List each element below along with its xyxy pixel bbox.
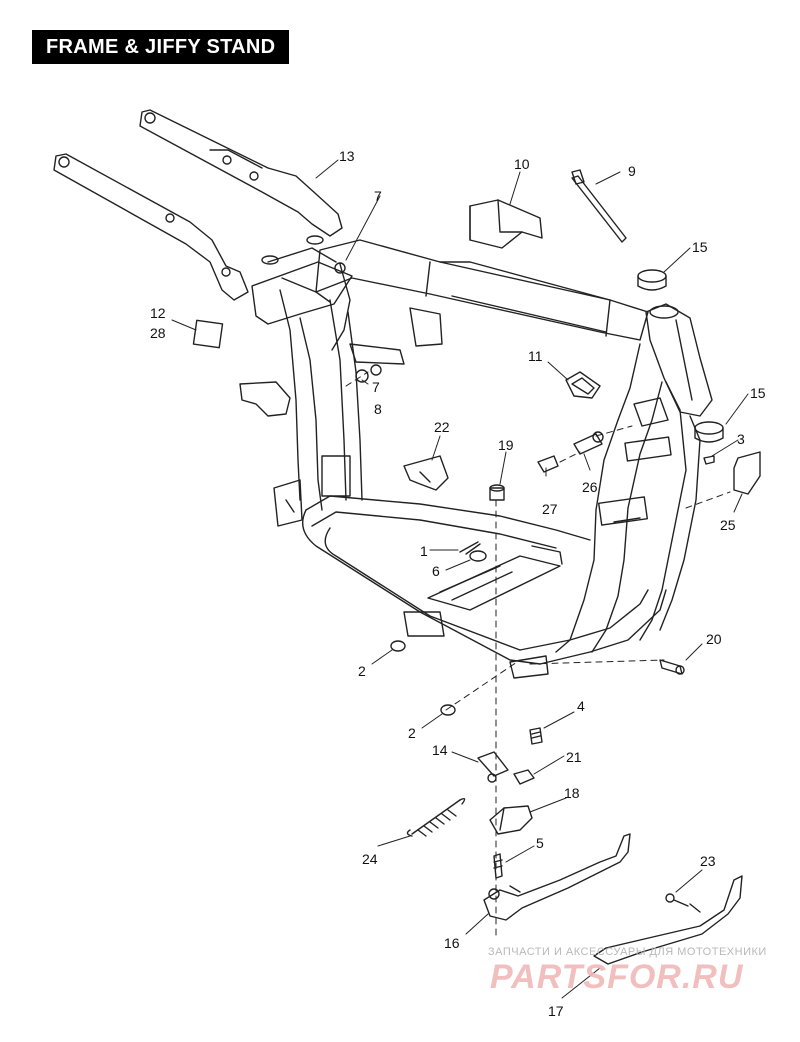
callout-10: 10 — [514, 156, 530, 172]
callout-15-upper: 15 — [692, 239, 708, 255]
callout-17: 17 — [548, 1003, 564, 1019]
callout-27: 27 — [542, 501, 558, 517]
part-set-screw — [529, 727, 543, 745]
fender-strut-front — [53, 153, 249, 301]
part-stop-clip — [513, 769, 535, 785]
callout-1: 1 — [420, 543, 428, 559]
frame-down-tubes — [555, 343, 701, 653]
callout-3: 3 — [737, 431, 745, 447]
part-washer — [469, 550, 487, 562]
part-bolt — [493, 853, 503, 879]
callout-25: 25 — [720, 517, 736, 533]
callout-26: 26 — [582, 479, 598, 495]
callout-9: 9 — [628, 163, 636, 179]
callout-28: 28 — [150, 325, 166, 341]
callout-6: 6 — [432, 563, 440, 579]
callout-15-lower: 15 — [750, 385, 766, 401]
callout-24: 24 — [362, 851, 378, 867]
part-nut-upper — [334, 262, 346, 274]
callout-5: 5 — [536, 835, 544, 851]
fender-strut-rear — [139, 109, 343, 237]
callout-19: 19 — [498, 437, 514, 453]
callout-7-lower: 7 — [372, 379, 380, 395]
part-nut-washer — [355, 364, 382, 383]
part-cotter-pin — [459, 541, 481, 555]
callout-12: 12 — [150, 305, 166, 321]
watermark-logo: PARTSFOR.RU — [490, 958, 744, 996]
callout-14: 14 — [432, 742, 448, 758]
callout-7-upper: 7 — [374, 188, 382, 204]
part-extension-screw — [665, 893, 689, 907]
callout-2-upper: 2 — [358, 663, 366, 679]
callout-13: 13 — [339, 148, 355, 164]
part-fitting — [573, 431, 604, 455]
callout-2-lower: 2 — [408, 725, 416, 741]
part-bearing-cup-lower — [694, 421, 724, 443]
part-nut-b — [440, 704, 456, 716]
callout-21: 21 — [566, 749, 582, 765]
callout-20: 20 — [706, 631, 722, 647]
watermark-tagline: ЗАПЧАСТИ И АКСЕССУАРЫ ДЛЯ МОТОТЕХНИКИ — [488, 946, 767, 958]
assembly-lines — [345, 371, 731, 941]
callout-22: 22 — [434, 419, 450, 435]
page-title: FRAME & JIFFY STAND — [32, 30, 290, 64]
part-label-plate — [192, 319, 224, 349]
callout-11: 11 — [528, 348, 543, 364]
part-pivot-bolt — [659, 659, 685, 675]
part-neck-cover — [733, 451, 761, 495]
callout-4: 4 — [577, 698, 585, 714]
part-nut-a — [390, 640, 406, 652]
callout-8: 8 — [374, 401, 382, 417]
callout-23: 23 — [700, 853, 716, 869]
part-grommet — [565, 371, 601, 399]
frame-backbone — [251, 235, 713, 417]
leader-lines — [171, 159, 749, 999]
part-clip — [403, 455, 449, 491]
part-bushing — [489, 484, 505, 501]
frame-lower-cradle — [302, 495, 667, 679]
part-bracket-cover — [469, 199, 543, 249]
part-stand-housing — [489, 805, 533, 835]
part-cable-strap — [571, 169, 627, 243]
part-stand-bracket — [477, 751, 509, 783]
callout-16: 16 — [444, 935, 460, 951]
frame-rear-tubes — [239, 289, 443, 527]
part-clip-tab — [537, 455, 559, 473]
part-stand-extension — [593, 875, 743, 965]
callout-numbers: 13 7 10 9 15 12 28 11 7 8 15 3 22 19 27 … — [150, 148, 766, 1019]
part-bearing-cup-upper — [637, 269, 667, 291]
part-jiffy-stand — [483, 833, 631, 921]
callout-18: 18 — [564, 785, 580, 801]
part-return-spring — [406, 797, 466, 837]
part-small-screw — [703, 455, 715, 465]
